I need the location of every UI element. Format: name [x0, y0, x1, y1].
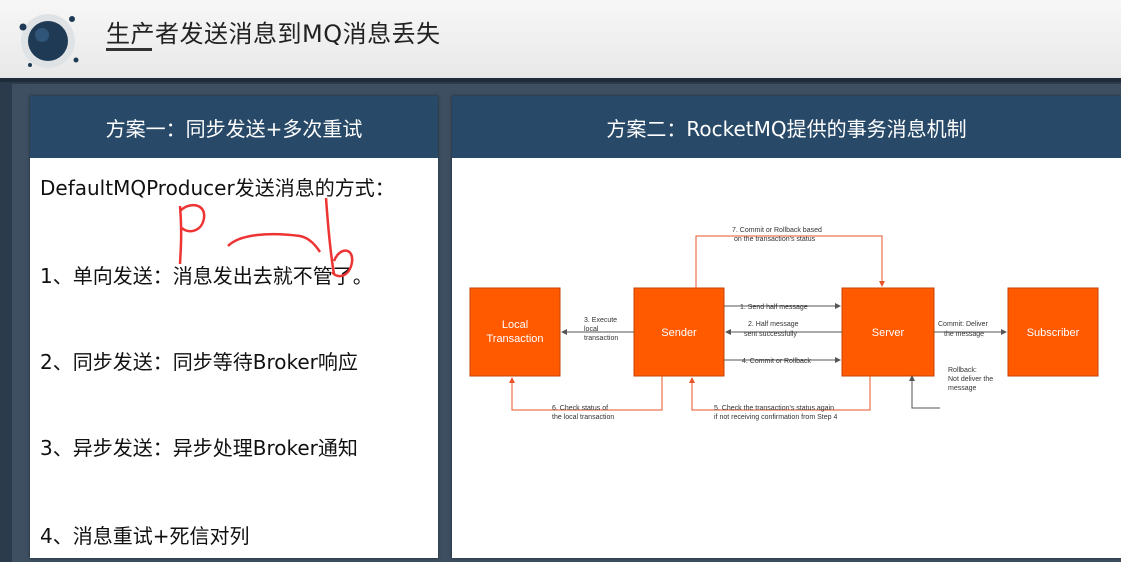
solution-one-heading: 方案一：同步发送+多次重试: [30, 96, 438, 158]
producer-send-modes-line: DefaultMQProducer发送消息的方式：: [40, 176, 395, 200]
step1-label: 1. Send half message: [740, 304, 808, 311]
solution-two-panel: 方案二：RocketMQ提供的事务消息机制 Local Transaction …: [452, 96, 1121, 558]
step3-label-1: 3. Execute: [584, 317, 617, 324]
sync-send-line: 2、同步发送：同步等待Broker响应: [40, 350, 358, 374]
rollback-label-1: Rollback:: [948, 367, 977, 374]
rollback-label-2: Not deliver the: [948, 376, 993, 383]
subscriber-label: Subscriber: [1027, 327, 1080, 339]
retry-deadletter-line: 4、消息重试+死信对列: [40, 524, 250, 548]
local-transaction-box: [469, 287, 561, 377]
step3-label-2: local: [584, 326, 599, 333]
step2-label-2: sent successfully: [744, 331, 797, 338]
step3-label-3: transaction: [584, 335, 618, 342]
solution-one-panel: 方案一：同步发送+多次重试 DefaultMQProducer发送消息的方式： …: [30, 96, 438, 558]
transaction-message-diagram: Local Transaction Sender Server Subscrib…: [469, 227, 1099, 421]
sender-box: [633, 287, 725, 377]
commit-deliver-label-2: the message: [944, 331, 984, 338]
server-box: [841, 287, 935, 377]
step6-label-1: 6. Check status of: [552, 405, 608, 412]
oneway-send-line: 1、单向发送：消息发出去就不管了。: [40, 264, 373, 288]
local-transaction-label-2: Transaction: [486, 333, 543, 345]
server-label: Server: [872, 327, 905, 339]
subscriber-box: [1007, 287, 1099, 377]
local-transaction-label-1: Local: [502, 319, 528, 331]
step7-label-1: 7. Commit or Rollback based: [732, 227, 822, 234]
step4-label: 4. Commit or Rollback: [742, 358, 811, 365]
slide-title: 生产者发送消息到MQ消息丢失: [106, 20, 441, 48]
header-divider: [0, 78, 1121, 82]
title-underline: [106, 48, 152, 51]
rollback-label-3: message: [948, 385, 977, 392]
solution-two-heading: 方案二：RocketMQ提供的事务消息机制: [452, 96, 1121, 158]
globe-logo-icon: [19, 14, 79, 68]
step5-label-2: if not receiving confirmation from Step …: [714, 414, 837, 421]
slide-header: 生产者发送消息到MQ消息丢失: [0, 0, 1121, 80]
slide-body: 方案一：同步发送+多次重试 DefaultMQProducer发送消息的方式： …: [12, 84, 1121, 562]
async-send-line: 3、异步发送：异步处理Broker通知: [40, 436, 358, 460]
step2-label-1: 2. Half message: [748, 321, 799, 328]
step5-label-1: 5. Check the transaction's status again: [714, 405, 834, 412]
commit-deliver-label-1: Commit: Deliver: [938, 321, 988, 328]
step6-label-2: the local transaction: [552, 414, 614, 421]
step7-label-2: on the transaction's status: [734, 236, 816, 243]
sender-label: Sender: [661, 327, 697, 339]
